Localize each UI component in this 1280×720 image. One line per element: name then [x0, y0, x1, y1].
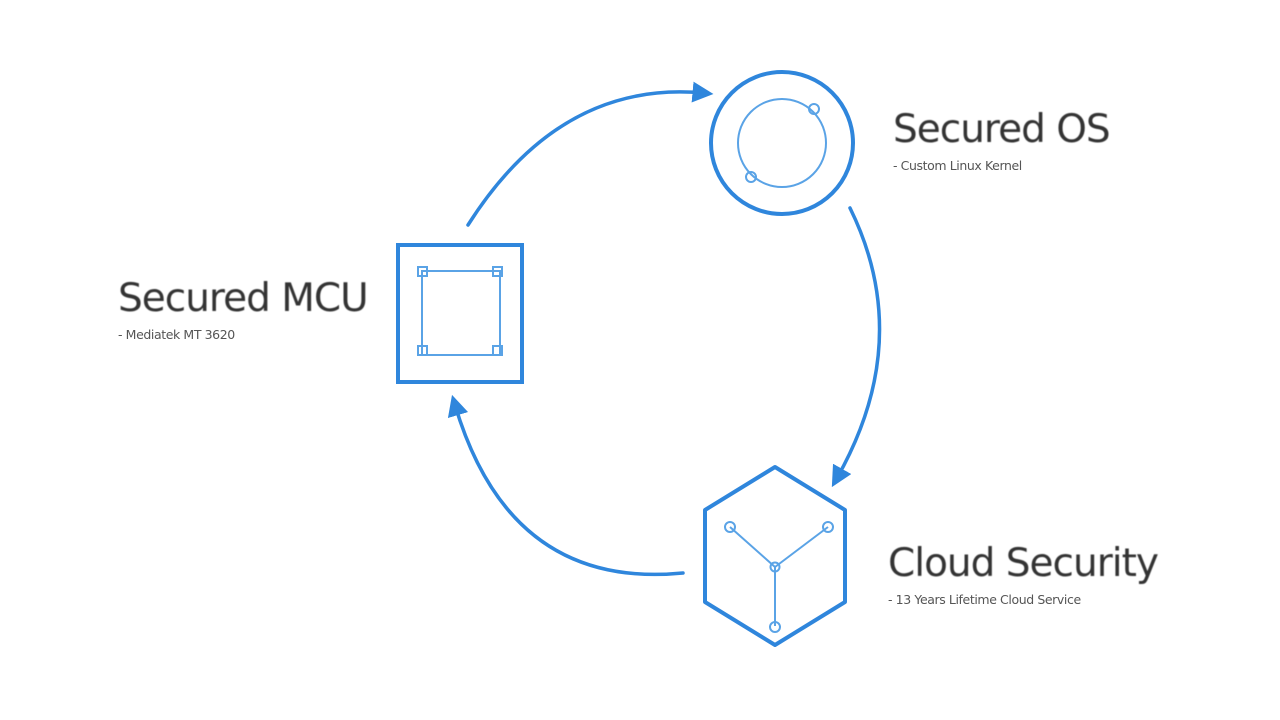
chip-corner-node	[417, 266, 428, 277]
chip-corner-node	[492, 266, 503, 277]
node-label-secured-os: Secured OS - Custom Linux Kernel	[893, 107, 1111, 173]
flow-arrow-mcu-to-os	[466, 81, 714, 227]
os-orbit-node	[745, 171, 757, 183]
chip-corner-node	[492, 345, 503, 356]
node-subtitle: - Custom Linux Kernel	[893, 158, 1022, 173]
node-title: Secured OS	[893, 107, 1111, 152]
flow-arrow-os-to-cloud	[831, 206, 882, 488]
cloud-network-node	[769, 621, 781, 633]
os-circle-icon	[709, 70, 855, 216]
chip-corner-node	[417, 345, 428, 356]
node-label-secured-mcu: Secured MCU - Mediatek MT 3620	[118, 276, 369, 342]
node-subtitle: - 13 Years Lifetime Cloud Service	[888, 592, 1081, 607]
cloud-network-node	[822, 521, 834, 533]
cloud-network-node	[724, 521, 736, 533]
node-title: Cloud Security	[888, 541, 1159, 586]
flow-arrow-cloud-to-mcu	[447, 394, 685, 577]
node-title: Secured MCU	[118, 276, 369, 321]
node-subtitle: - Mediatek MT 3620	[118, 327, 235, 342]
os-orbit-node	[808, 103, 820, 115]
node-label-cloud-security: Cloud Security - 13 Years Lifetime Cloud…	[888, 541, 1159, 607]
cloud-network-hub	[769, 561, 781, 573]
cloud-hexagon-icon	[703, 465, 847, 647]
chip-square-icon	[396, 243, 524, 384]
